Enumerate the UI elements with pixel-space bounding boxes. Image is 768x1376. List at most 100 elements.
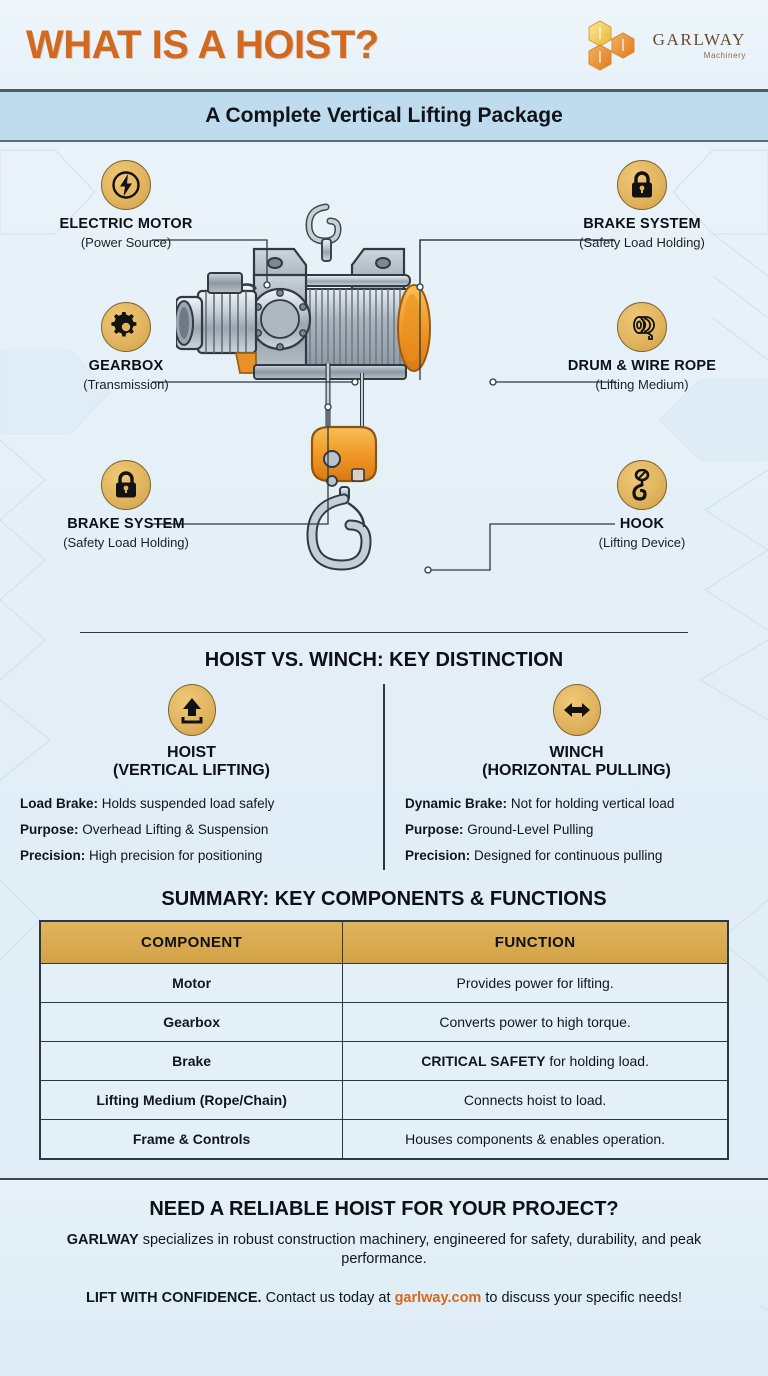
comparison-row: Precision: High precision for positionin… (14, 843, 369, 869)
winch-name: WINCH (549, 744, 604, 761)
footer-body: GARLWAY specializes in robust constructi… (34, 1231, 734, 1270)
cell-component: Motor (39, 962, 344, 1003)
table-header-component: COMPONENT (39, 920, 344, 964)
row-label: Purpose: (405, 822, 464, 838)
hoist-mode: (VERTICAL LIFTING) (112, 762, 271, 780)
row-label: Precision: (20, 848, 86, 864)
logo-name: GARLWAY (652, 29, 746, 49)
callout-gearbox: GEARBOX (Transmission) (26, 302, 226, 392)
subtitle-text: A Complete Vertical Lifting Package (205, 104, 563, 127)
callout-connector-lines (152, 239, 615, 574)
cta-bold: LIFT WITH CONFIDENCE. (85, 1289, 262, 1306)
comparison-section: HOIST VS. WINCH: KEY DISTINCTION HOIST (… (0, 633, 768, 876)
cta-pre: Contact us today at (261, 1289, 395, 1306)
row-value: Holds suspended load safely (101, 795, 275, 811)
callout-subtitle: (Safety Load Holding) (579, 234, 705, 250)
hook-icon (617, 460, 667, 510)
hoist-diagram-section: ELECTRIC MOTOR (Power Source) GEARBOX (T… (0, 142, 768, 632)
row-label: Purpose: (20, 822, 79, 838)
summary-title: SUMMARY: KEY COMPONENTS & FUNCTIONS (161, 887, 607, 910)
cell-function: Connects hoist to load. (342, 1079, 729, 1120)
page-title: WHAT IS A HOIST? (26, 22, 379, 67)
table-header-function: FUNCTION (342, 920, 729, 964)
callout-subtitle: (Lifting Device) (598, 534, 686, 550)
comparison-column-hoist: HOIST (VERTICAL LIFTING) Load Brake: Hol… (0, 684, 385, 870)
fn-text: Houses components & enables operation. (405, 1130, 666, 1147)
row-value: High precision for positioning (89, 848, 263, 864)
row-value: Ground-Level Pulling (467, 822, 594, 838)
footer-divider (0, 1177, 768, 1180)
cta-post: to discuss your specific needs! (481, 1289, 683, 1306)
callout-title: DRUM & WIRE ROPE (567, 358, 717, 374)
subtitle-bar: A Complete Vertical Lifting Package (0, 92, 768, 142)
fn-bold: CRITICAL SAFETY (421, 1052, 546, 1069)
comparison-title: HOIST VS. WINCH: KEY DISTINCTION (204, 649, 564, 671)
table-header-row: COMPONENT FUNCTION (39, 920, 729, 964)
comparison-row: Precision: Designed for continuous pulli… (399, 843, 754, 869)
table-row: Lifting Medium (Rope/Chain) Connects hoi… (39, 1079, 729, 1120)
table-row: Gearbox Converts power to high torque. (39, 1001, 729, 1042)
comparison-row: Dynamic Brake: Not for holding vertical … (399, 791, 754, 817)
footer-brand: GARLWAY (66, 1231, 139, 1248)
callout-subtitle: (Transmission) (83, 376, 169, 392)
cell-component: Gearbox (39, 1001, 344, 1042)
callout-title: BRAKE SYSTEM (583, 216, 701, 232)
fn-text: for holding load. (545, 1052, 649, 1069)
callout-title: BRAKE SYSTEM (67, 516, 185, 532)
callout-subtitle: (Safety Load Holding) (63, 534, 189, 550)
table-row: Frame & Controls Houses components & ena… (39, 1118, 729, 1160)
lock-icon (617, 160, 667, 210)
footer-cta: LIFT WITH CONFIDENCE. Contact us today a… (34, 1290, 734, 1306)
callout-subtitle: (Lifting Medium) (595, 376, 689, 392)
website-link[interactable]: garlway.com (394, 1289, 482, 1306)
row-label: Precision: (405, 848, 471, 864)
cell-function: CRITICAL SAFETY for holding load. (342, 1040, 729, 1081)
callout-hook: HOOK (Lifting Device) (542, 460, 742, 550)
cell-function: Converts power to high torque. (342, 1001, 729, 1042)
brand-logo: GARLWAY Machinery (588, 19, 746, 71)
lock-icon (101, 460, 151, 510)
callout-subtitle: (Power Source) (80, 234, 172, 250)
logo-hexagons-icon (588, 19, 646, 71)
callout-title: GEARBOX (88, 358, 164, 374)
gear-icon (101, 302, 151, 352)
cell-function: Houses components & enables operation. (342, 1118, 729, 1160)
fn-text: Connects hoist to load. (463, 1091, 607, 1108)
table-row: Motor Provides power for lifting. (39, 962, 729, 1003)
section-divider-top (80, 632, 688, 633)
summary-section: SUMMARY: KEY COMPONENTS & FUNCTIONS COMP… (0, 876, 768, 1160)
cell-component: Lifting Medium (Rope/Chain) (39, 1079, 344, 1120)
page-header: WHAT IS A HOIST? (0, 0, 768, 92)
hoist-name: HOIST (167, 744, 216, 761)
cell-component: Frame & Controls (39, 1118, 344, 1160)
row-label: Dynamic Brake: (405, 795, 508, 811)
winch-mode: (HORIZONTAL PULLING) (482, 762, 671, 780)
rope-coil-icon (617, 302, 667, 352)
callout-drum-wire-rope: DRUM & WIRE ROPE (Lifting Medium) (542, 302, 742, 392)
footer-body-text: specializes in robust construction machi… (138, 1231, 702, 1268)
comparison-column-winch: WINCH (HORIZONTAL PULLING) Dynamic Brake… (385, 684, 768, 870)
footer-title: NEED A RELIABLE HOIST FOR YOUR PROJECT? (149, 1197, 619, 1220)
callout-brake-system-left: BRAKE SYSTEM (Safety Load Holding) (26, 460, 226, 550)
fn-text: Provides power for lifting. (456, 974, 614, 991)
arrow-horizontal-icon (552, 684, 601, 736)
footer-section: NEED A RELIABLE HOIST FOR YOUR PROJECT? … (0, 1179, 768, 1306)
arrow-up-lift-icon (167, 684, 216, 736)
callout-title: ELECTRIC MOTOR (59, 216, 193, 232)
comparison-row: Purpose: Overhead Lifting & Suspension (14, 817, 369, 843)
callout-title: HOOK (619, 516, 665, 532)
lightning-bolt-icon (101, 160, 151, 210)
summary-table: COMPONENT FUNCTION Motor Provides power … (39, 919, 729, 1160)
callout-electric-motor: ELECTRIC MOTOR (Power Source) (26, 160, 226, 250)
row-label: Load Brake: (20, 795, 99, 811)
callout-brake-system-right: BRAKE SYSTEM (Safety Load Holding) (542, 160, 742, 250)
row-value: Designed for continuous pulling (474, 848, 663, 864)
logo-subtitle: Machinery (703, 50, 746, 60)
cell-function: Provides power for lifting. (342, 962, 729, 1003)
fn-text: Converts power to high torque. (439, 1013, 631, 1030)
cell-component: Brake (39, 1040, 344, 1081)
row-value: Not for holding vertical load (510, 795, 675, 811)
comparison-row: Load Brake: Holds suspended load safely (14, 791, 369, 817)
row-value: Overhead Lifting & Suspension (82, 822, 269, 838)
comparison-row: Purpose: Ground-Level Pulling (399, 817, 754, 843)
